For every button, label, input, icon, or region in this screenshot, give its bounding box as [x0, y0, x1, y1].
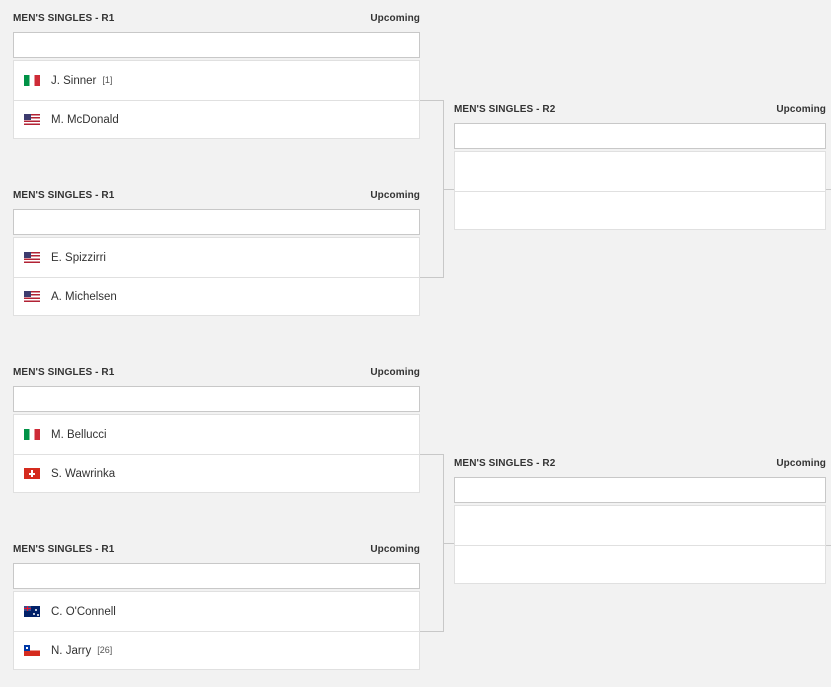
match-status: Upcoming — [370, 544, 420, 555]
match-header: MEN'S SINGLES - R2 Upcoming — [454, 104, 826, 118]
player-row[interactable]: S. Wawrinka — [14, 454, 419, 493]
match-card-r1-2[interactable]: MEN'S SINGLES - R1 Upcoming E. Spizzirri… — [13, 190, 420, 316]
player-row-empty — [455, 545, 825, 584]
match-header: MEN'S SINGLES - R2 Upcoming — [454, 458, 826, 472]
player-list: C. O'Connell N. Jarry [26] — [13, 591, 420, 670]
round-label: MEN'S SINGLES - R1 — [13, 13, 115, 24]
australia-flag-icon — [24, 606, 40, 617]
match-card-r1-1[interactable]: MEN'S SINGLES - R1 Upcoming J. Sinner [1… — [13, 13, 420, 139]
player-row[interactable]: E. Spizzirri — [14, 238, 419, 278]
player-row[interactable]: N. Jarry [26] — [14, 631, 419, 670]
score-box — [13, 209, 420, 235]
player-row[interactable]: M. Bellucci — [14, 415, 419, 455]
match-status: Upcoming — [776, 458, 826, 469]
player-seed: [26] — [97, 644, 113, 655]
player-list: M. Bellucci S. Wawrinka — [13, 414, 420, 493]
player-list — [454, 505, 826, 584]
score-box — [454, 477, 826, 503]
match-card-r2-2[interactable]: MEN'S SINGLES - R2 Upcoming — [454, 458, 826, 584]
usa-flag-icon — [24, 291, 40, 302]
score-box — [13, 563, 420, 589]
match-status: Upcoming — [370, 13, 420, 24]
player-list: E. Spizzirri A. Michelsen — [13, 237, 420, 316]
player-name: M. Bellucci — [51, 428, 107, 441]
match-card-r1-3[interactable]: MEN'S SINGLES - R1 Upcoming M. Bellucci … — [13, 367, 420, 493]
player-name: N. Jarry — [51, 644, 92, 657]
usa-flag-icon — [24, 252, 40, 263]
player-name: C. O'Connell — [51, 605, 116, 618]
player-row-empty — [455, 191, 825, 230]
player-row[interactable]: A. Michelsen — [14, 277, 419, 316]
match-card-r1-4[interactable]: MEN'S SINGLES - R1 Upcoming C. O'Connell… — [13, 544, 420, 670]
score-box — [13, 32, 420, 58]
italy-flag-icon — [24, 429, 40, 440]
bracket-connector — [443, 189, 454, 190]
match-card-r2-1[interactable]: MEN'S SINGLES - R2 Upcoming — [454, 104, 826, 230]
bracket-connector — [420, 277, 443, 278]
player-row-empty — [455, 506, 825, 546]
match-header: MEN'S SINGLES - R1 Upcoming — [13, 190, 420, 204]
match-status: Upcoming — [370, 367, 420, 378]
match-header: MEN'S SINGLES - R1 Upcoming — [13, 544, 420, 558]
bracket-connector — [420, 100, 443, 101]
player-name: A. Michelsen — [51, 290, 117, 303]
usa-flag-icon — [24, 114, 40, 125]
bracket-connector — [826, 189, 831, 190]
chile-flag-icon — [24, 645, 40, 656]
match-status: Upcoming — [370, 190, 420, 201]
player-list: J. Sinner [1] M. McDonald — [13, 60, 420, 139]
player-row[interactable]: C. O'Connell — [14, 592, 419, 632]
match-header: MEN'S SINGLES - R1 Upcoming — [13, 367, 420, 381]
score-box — [454, 123, 826, 149]
round-label: MEN'S SINGLES - R1 — [13, 190, 115, 201]
round-label: MEN'S SINGLES - R1 — [13, 367, 115, 378]
player-seed: [1] — [102, 74, 113, 85]
round-label: MEN'S SINGLES - R2 — [454, 458, 556, 469]
round-label: MEN'S SINGLES - R1 — [13, 544, 115, 555]
score-box — [13, 386, 420, 412]
player-name: E. Spizzirri — [51, 251, 106, 264]
bracket-connector — [443, 543, 454, 544]
bracket-connector — [420, 631, 443, 632]
round-label: MEN'S SINGLES - R2 — [454, 104, 556, 115]
player-list — [454, 151, 826, 230]
italy-flag-icon — [24, 75, 40, 86]
switzerland-flag-icon — [24, 468, 40, 479]
match-header: MEN'S SINGLES - R1 Upcoming — [13, 13, 420, 27]
player-row[interactable]: M. McDonald — [14, 100, 419, 139]
bracket-connector — [420, 454, 443, 455]
match-status: Upcoming — [776, 104, 826, 115]
player-row-empty — [455, 152, 825, 192]
player-name: J. Sinner — [51, 74, 97, 87]
player-row[interactable]: J. Sinner [1] — [14, 61, 419, 101]
player-name: M. McDonald — [51, 113, 119, 126]
bracket-connector — [826, 545, 831, 546]
player-name: S. Wawrinka — [51, 467, 116, 480]
